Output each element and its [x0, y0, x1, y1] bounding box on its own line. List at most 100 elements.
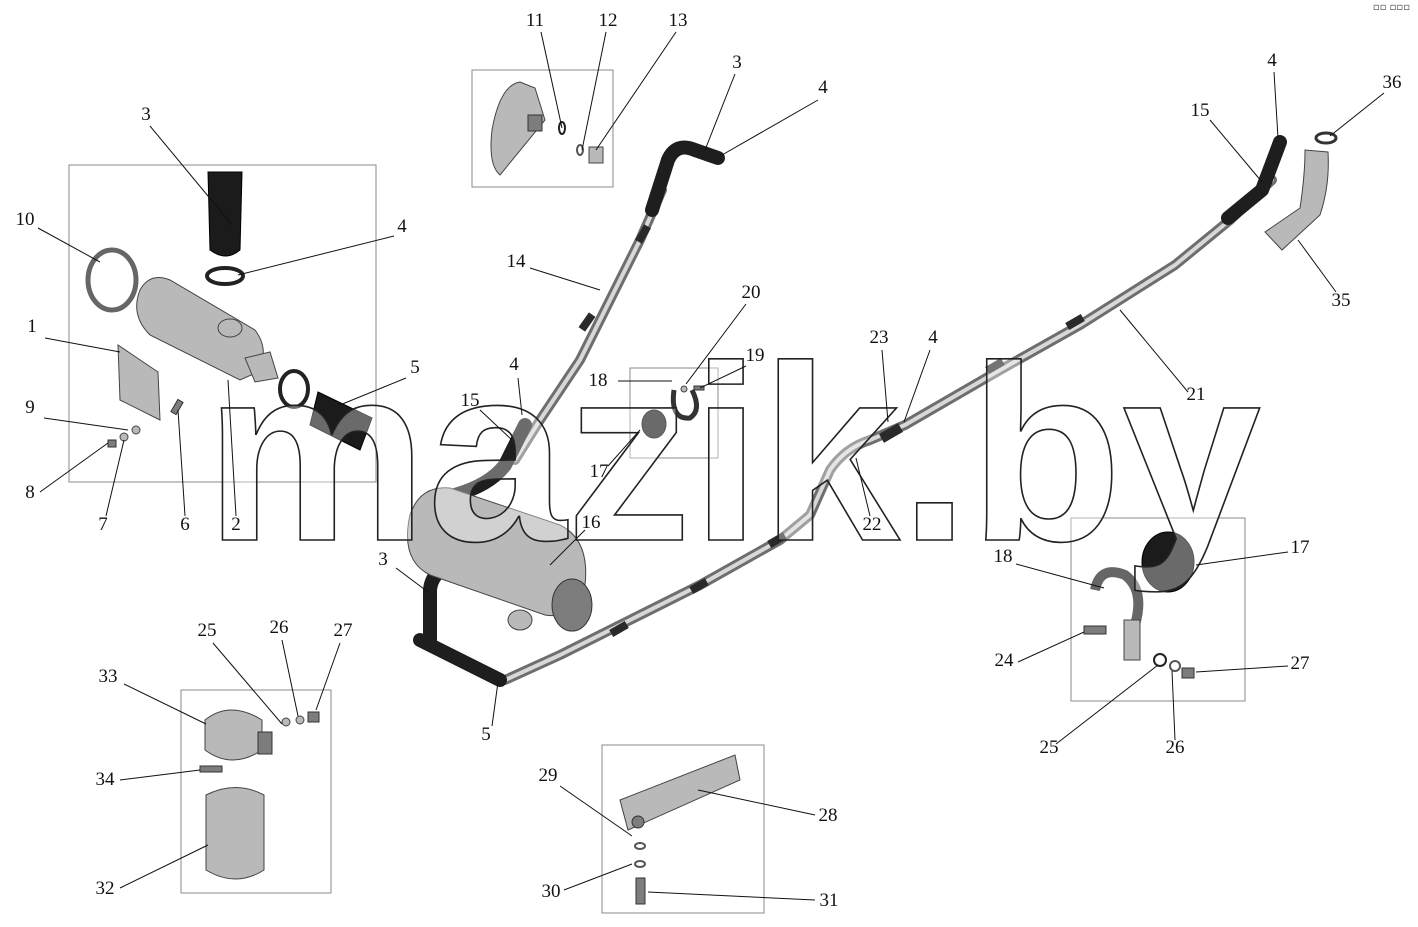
tail-pipe-35 — [1264, 131, 1338, 251]
leader-line — [685, 303, 747, 385]
clamp-icon — [635, 224, 651, 244]
callout-label: 10 — [16, 209, 35, 230]
callout-label: 4 — [509, 354, 519, 375]
leader-line — [177, 409, 186, 517]
callout-label: 17 — [1291, 537, 1310, 558]
leader-line — [549, 529, 586, 566]
leader-line — [581, 31, 607, 151]
callout-label: 27 — [334, 620, 353, 641]
leader-line — [529, 267, 601, 291]
pipe-support-parts — [1083, 531, 1195, 679]
pipe-clamps — [578, 224, 1085, 637]
clamp-18-large — [1090, 567, 1144, 627]
bolt-6 — [170, 398, 184, 416]
callout-label: 4 — [928, 327, 938, 348]
small-clamp-parts — [641, 385, 705, 439]
clamp-icon — [878, 423, 904, 443]
leader-line — [119, 844, 209, 889]
leader-line — [647, 891, 816, 901]
nut-8 — [107, 439, 117, 448]
band-10 — [85, 247, 139, 313]
callout-label: 4 — [397, 216, 407, 237]
inset-frame-pipe-support — [1070, 517, 1246, 702]
clamp-icon — [767, 532, 787, 548]
clamp-4-side — [278, 369, 310, 409]
leader-line — [212, 642, 283, 725]
clamp-icon — [578, 312, 596, 332]
callout-label: 25 — [198, 620, 217, 641]
leader-line — [855, 457, 871, 517]
nut-27-large — [1181, 667, 1195, 679]
leader-line — [315, 642, 341, 711]
washer-29 — [634, 842, 646, 850]
fitting-stub — [527, 114, 543, 132]
rail-28 — [619, 754, 741, 831]
inset-frame-sleeve-clamp — [180, 689, 332, 894]
callout-label: 22 — [863, 514, 882, 535]
callout-label: 32 — [96, 878, 115, 899]
leader-line — [559, 785, 633, 837]
clamp-4-top — [205, 266, 245, 286]
clamp-33-lug — [257, 731, 273, 755]
grommet-17-large — [1141, 531, 1195, 593]
leader-line — [704, 73, 736, 151]
callout-label: 13 — [669, 10, 688, 31]
pipe-fitting-parts — [490, 81, 604, 176]
callout-label: 3 — [732, 52, 742, 73]
callout-label: 6 — [180, 514, 190, 535]
callout-label: 5 — [481, 724, 491, 745]
callout-label: 21 — [1187, 384, 1206, 405]
leader-line — [281, 639, 299, 717]
leader-line — [39, 442, 109, 493]
leader-line — [149, 125, 233, 226]
callout-label: 27 — [1291, 653, 1310, 674]
callout-label: 18 — [994, 546, 1013, 567]
callout-label: 36 — [1383, 72, 1402, 93]
callout-label: 29 — [539, 765, 558, 786]
callout-label: 16 — [582, 512, 601, 533]
leader-line — [721, 99, 819, 156]
leader-line — [699, 365, 747, 389]
callout-label: 30 — [542, 881, 561, 902]
callout-label: 20 — [742, 282, 761, 303]
hose-3-part — [207, 171, 243, 257]
leader-line — [123, 683, 207, 725]
washer-30 — [634, 860, 646, 868]
washer-26-large — [1169, 660, 1181, 672]
muffler-assembly-parts — [85, 171, 373, 451]
callout-label: 2 — [231, 514, 241, 535]
leader-line — [517, 377, 523, 416]
leader-line — [37, 227, 101, 263]
leader-line — [1171, 670, 1176, 741]
sleeve-32 — [205, 787, 265, 880]
callout-label: 1 — [27, 316, 37, 337]
hose-5-part — [309, 391, 373, 451]
callout-label: 15 — [1191, 100, 1210, 121]
bracket-1 — [117, 344, 161, 421]
leader-line — [491, 681, 499, 727]
leader-line — [697, 789, 816, 816]
bolt-34 — [199, 765, 223, 773]
leader-line — [479, 409, 513, 441]
leader-line — [237, 235, 395, 276]
leader-line — [1195, 551, 1289, 566]
leader-line — [1195, 665, 1289, 673]
o-ring-11 — [558, 121, 566, 135]
bolt-24 — [1083, 625, 1107, 635]
callout-label: 34 — [96, 769, 116, 790]
leader-line — [119, 769, 201, 781]
inset-frame-muffler-assembly — [68, 164, 377, 483]
callout-label: 17 — [590, 461, 609, 482]
muffler-16 — [407, 487, 593, 632]
muffler-2-outlet — [244, 351, 279, 383]
callout-label: 3 — [378, 549, 388, 570]
leader-line — [607, 429, 641, 467]
washer-9 — [131, 425, 141, 435]
callout-label: 28 — [819, 805, 838, 826]
leader-line — [1209, 119, 1263, 183]
callout-label: 9 — [25, 397, 35, 418]
leader-line — [1329, 92, 1385, 137]
callout-label: 7 — [98, 514, 108, 535]
